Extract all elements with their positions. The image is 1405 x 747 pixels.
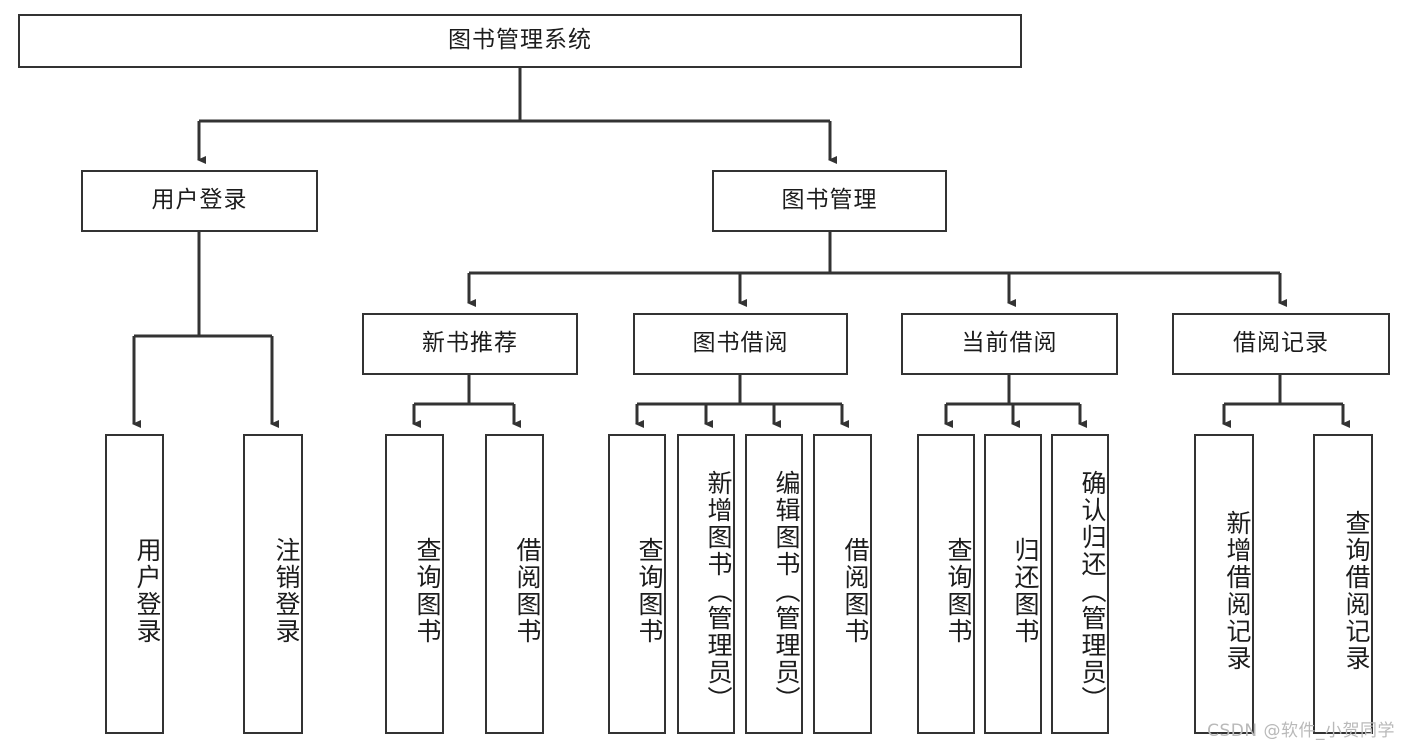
leaf-borrow-borrow-book[interactable]: 借阅图书 — [813, 434, 872, 734]
leaf-record-add-record[interactable]: 新增借阅记录 — [1194, 434, 1254, 734]
node-label: 借阅记录 — [1233, 330, 1329, 357]
node-label: 查询图书 — [944, 537, 973, 645]
node-label: 图书管理 — [781, 187, 878, 214]
node-user-login[interactable]: 用户登录 — [81, 170, 318, 232]
node-borrow-record[interactable]: 借阅记录 — [1172, 313, 1390, 375]
node-label: 确认归还（管理员） — [1078, 469, 1107, 713]
node-label: 当前借阅 — [961, 330, 1058, 357]
node-label: 借阅图书 — [841, 537, 870, 645]
leaf-current-return-book[interactable]: 归还图书 — [984, 434, 1042, 734]
leaf-borrow-query-book[interactable]: 查询图书 — [608, 434, 666, 734]
node-label: 图书管理系统 — [448, 27, 592, 54]
node-book-borrow[interactable]: 图书借阅 — [633, 313, 848, 375]
leaf-recommend-query-book[interactable]: 查询图书 — [385, 434, 444, 734]
leaf-record-query-record[interactable]: 查询借阅记录 — [1313, 434, 1373, 734]
node-label: 新增借阅记录 — [1223, 510, 1252, 672]
node-label: 查询图书 — [413, 537, 442, 645]
node-label: 查询借阅记录 — [1342, 510, 1371, 672]
leaf-current-query-book[interactable]: 查询图书 — [917, 434, 975, 734]
csdn-watermark: CSDN @软件_小贺同学 — [1207, 721, 1395, 741]
node-label: 用户登录 — [133, 537, 162, 645]
node-label: 注销登录 — [272, 537, 301, 645]
leaf-recommend-borrow-book[interactable]: 借阅图书 — [485, 434, 544, 734]
node-label: 新增图书（管理员） — [704, 469, 733, 713]
node-label: 用户登录 — [151, 187, 248, 214]
node-label: 编辑图书（管理员） — [772, 469, 801, 713]
node-new-book-recommend[interactable]: 新书推荐 — [362, 313, 578, 375]
node-label: 归还图书 — [1011, 537, 1040, 645]
node-current-borrow[interactable]: 当前借阅 — [901, 313, 1118, 375]
node-label: 查询图书 — [635, 537, 664, 645]
leaf-current-confirm-return-admin[interactable]: 确认归还（管理员） — [1051, 434, 1109, 734]
node-label: 新书推荐 — [422, 330, 518, 357]
node-book-management[interactable]: 图书管理 — [712, 170, 947, 232]
node-label: 借阅图书 — [513, 537, 542, 645]
leaf-borrow-add-book-admin[interactable]: 新增图书（管理员） — [677, 434, 735, 734]
leaf-user-login-logout[interactable]: 注销登录 — [243, 434, 303, 734]
node-label: 图书借阅 — [692, 330, 789, 357]
node-root-system[interactable]: 图书管理系统 — [18, 14, 1022, 68]
leaf-borrow-edit-book-admin[interactable]: 编辑图书（管理员） — [745, 434, 803, 734]
leaf-user-login-login[interactable]: 用户登录 — [105, 434, 164, 734]
